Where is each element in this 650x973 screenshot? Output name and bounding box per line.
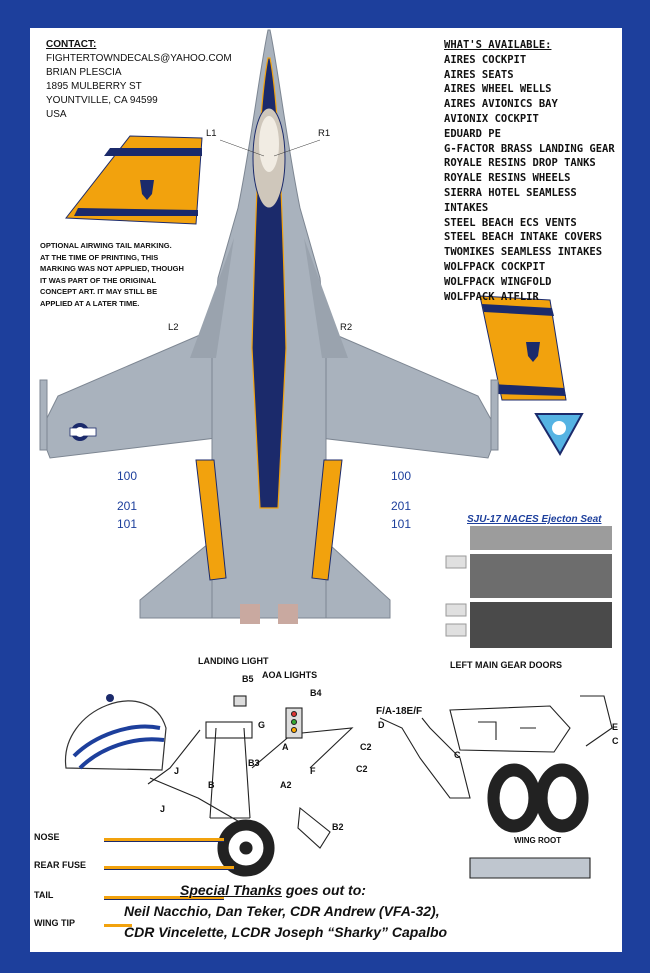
gear-label-g: G (258, 720, 266, 730)
main-gear-label-d: D (378, 720, 385, 730)
available-item: WOLFPACK COCKPIT (444, 260, 546, 273)
contact-country: USA (46, 109, 67, 120)
marker-r1: R1 (318, 128, 331, 139)
seat-title: SJU-17 NACES Ejecton Seat (467, 514, 602, 525)
gear-label-a2: A2 (280, 780, 292, 790)
gear-label-b3: B3 (248, 758, 260, 768)
nose-gear-drawing (147, 695, 354, 877)
stripe-label-tail: TAIL (34, 890, 54, 900)
available-item: AIRES WHEEL WELLS (444, 83, 552, 96)
available-heading: WHAT'S AVAILABLE: (444, 39, 552, 51)
contact-street: 1895 MULBERRY ST (46, 81, 142, 92)
tail-fin-left (65, 135, 203, 225)
stripe-label-nose: NOSE (34, 832, 60, 842)
stripe-decals (104, 838, 234, 927)
thanks-heading: Special Thanks goes out to: (180, 880, 620, 901)
modex-right-top: 201 (390, 499, 412, 513)
gear-label-b2: B2 (332, 822, 344, 832)
available-item: STEEL BEACH INTAKE COVERS (444, 231, 603, 244)
note-line: CONCEPT ART. IT MAY STILL BE (40, 287, 158, 296)
available-item: ROYALE RESINS DROP TANKS (444, 157, 596, 170)
available-item: EDUARD PE (444, 127, 501, 140)
special-thanks: Special Thanks goes out to: Neil Nacchio… (124, 880, 620, 943)
gear-label-b: B (208, 780, 215, 790)
marker-l2: L2 (168, 322, 179, 333)
marker-l1: L1 (206, 128, 217, 139)
main-gear-doors-title: LEFT MAIN GEAR DOORS (450, 660, 562, 670)
gear-label-j2: J (160, 804, 166, 814)
wing-number-left: 100 (116, 469, 138, 483)
note-line: IT WAS PART OF THE ORIGINAL (40, 275, 157, 285)
available-item: TWOMIKES SEAMLESS INTAKES (444, 246, 603, 259)
seat-photos (445, 526, 612, 648)
contact-heading: CONTACT: (46, 39, 97, 50)
landing-light-label: LANDING LIGHT (198, 656, 269, 666)
available-item: AIRES COCKPIT (444, 53, 527, 66)
artwork (39, 29, 613, 927)
available-item: STEEL BEACH ECS VENTS (444, 216, 577, 229)
modex-left-bottom: 101 (116, 517, 138, 531)
thanks-lead: Special Thanks (180, 882, 282, 898)
thanks-line-2: CDR Vincelette, LCDR Joseph “Sharky” Cap… (124, 924, 448, 940)
stripe-label-wing-tip: WING TIP (34, 918, 75, 928)
main-gear-label-e: E (612, 722, 619, 732)
note-line: MARKING WAS NOT APPLIED, THOUGH (40, 264, 184, 273)
gear-label-f: F (310, 766, 316, 776)
fa18-planform (39, 29, 499, 624)
contact-email[interactable]: FIGHTERTOWNDECALS@YAHOO.COM (46, 53, 232, 64)
available-item: AVIONIX COCKPIT (444, 112, 539, 125)
main-gear-label-c2b: C2 (356, 764, 368, 774)
contact-name: BRIAN PLESCIA (46, 67, 122, 78)
squadron-badge (534, 413, 584, 457)
available-item: AIRES SEATS (444, 68, 514, 81)
contact-city: YOUNTVILLE, CA 94599 (46, 95, 158, 106)
available-item: G-FACTOR BRASS LANDING GEAR (444, 142, 615, 155)
gear-label-b5: B5 (242, 674, 254, 684)
gear-label-j1: J (174, 766, 180, 776)
available-item: WOLFPACK ATFLIR (444, 290, 539, 303)
wing-number-right: 100 (390, 469, 412, 483)
marker-r2: R2 (340, 322, 353, 333)
modex-left-top: 201 (116, 499, 138, 513)
note-line: OPTIONAL AIRWING TAIL MARKING. (40, 241, 172, 250)
aircraft-model-label: F/A-18E/F (376, 706, 423, 717)
modex-right-bottom: 101 (390, 517, 412, 531)
available-item: AIRES AVIONICS BAY (444, 98, 558, 111)
available-item: ROYALE RESINS WHEELS (444, 172, 571, 185)
main-gear-label-c2a: C2 (360, 742, 372, 752)
tail-fin-right (479, 295, 567, 401)
helmet-illustration (65, 694, 167, 771)
main-gear-label-c: C (454, 750, 461, 760)
wing-root-label: WING ROOT (514, 836, 562, 845)
thanks-line-1: Neil Nacchio, Dan Teker, CDR Andrew (VFA… (124, 903, 440, 919)
note-line: AT THE TIME OF PRINTING, THIS (40, 252, 159, 262)
available-item: WOLFPACK WINGFOLD (444, 275, 552, 288)
gear-label-b4: B4 (310, 688, 322, 698)
main-gear-label-c3: C (612, 736, 619, 746)
contact-block: CONTACT: FIGHTERTOWNDECALS@YAHOO.COM BRI… (46, 38, 232, 122)
available-item: SIERRA HOTEL SEAMLESS INTAKES (444, 186, 577, 214)
star-roundel-icon (69, 423, 97, 441)
main-gear-drawing (379, 695, 613, 879)
aoa-lights-label: AOA LIGHTS (262, 670, 318, 680)
decal-sheet: { "contact": { "heading": "CONTACT:", "e… (30, 28, 622, 952)
thanks-rest: goes out to: (281, 882, 366, 898)
stripe-label-rear-fuse: REAR FUSE (34, 860, 87, 870)
note-line: APPLIED AT A LATER TIME. (40, 298, 140, 308)
gear-label-a: A (282, 742, 289, 752)
available-list: WHAT'S AVAILABLE: AIRES COCKPIT AIRES SE… (444, 38, 622, 304)
tail-marking-note: OPTIONAL AIRWING TAIL MARKING. AT THE TI… (40, 240, 240, 309)
